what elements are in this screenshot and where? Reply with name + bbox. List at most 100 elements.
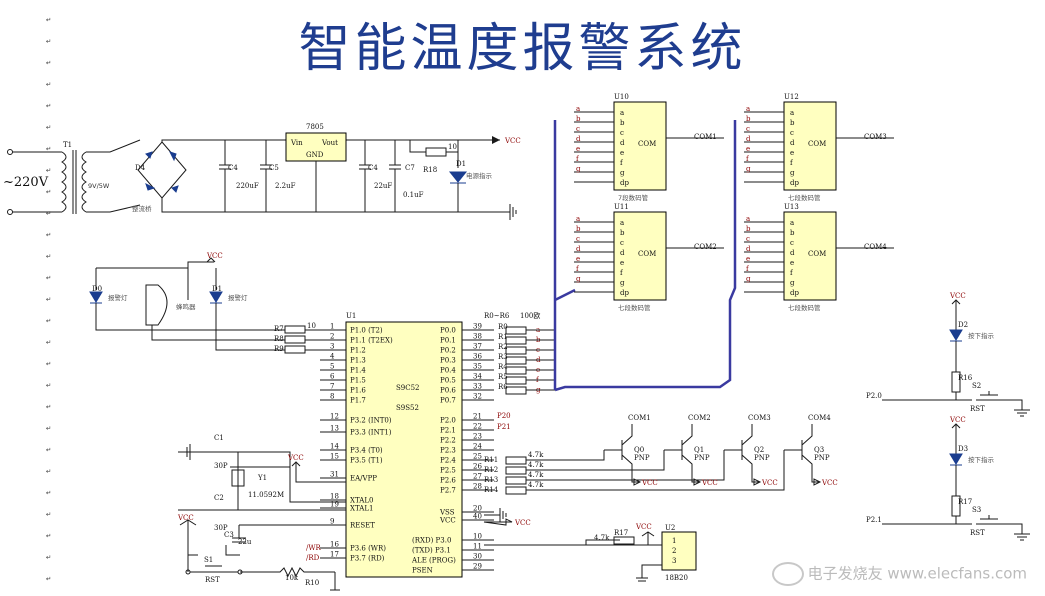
display-ref: U11 bbox=[614, 203, 629, 211]
mcu-pin-number: 32 bbox=[473, 393, 482, 401]
display-pin: a bbox=[620, 219, 624, 227]
base-res-label: R12 bbox=[484, 466, 498, 474]
ac-voltage-label: ~220V bbox=[3, 175, 49, 190]
display-seg-label: b bbox=[576, 225, 581, 233]
key-res-label: R17 bbox=[958, 498, 972, 506]
mcu-pin-name: P0.5 bbox=[440, 377, 456, 385]
mcu-pin-name: P0.6 bbox=[440, 387, 456, 395]
watermark-text: 电子发烧友 www.elecfans.com bbox=[807, 564, 1027, 583]
resistor-r14 bbox=[505, 486, 527, 495]
bus-res-label: R0~R6 bbox=[484, 312, 510, 320]
display-seg-label: f bbox=[746, 155, 750, 163]
mcu-pin-name: EA/VPP bbox=[350, 475, 377, 483]
paragraph-mark: ↵ bbox=[46, 489, 51, 497]
mcu-pin-name: RESET bbox=[350, 522, 375, 530]
paragraph-mark: ↵ bbox=[46, 425, 51, 433]
paragraph-mark: ↵ bbox=[46, 59, 51, 67]
key-note: 按下指示 bbox=[968, 331, 995, 340]
display-pin: e bbox=[790, 259, 794, 267]
r17-sensor-label: R17 bbox=[614, 529, 628, 537]
display-pin: d bbox=[790, 249, 795, 257]
mcu-pin-number: 19 bbox=[330, 501, 339, 509]
sensor-pin3: 3 bbox=[672, 557, 676, 565]
cap-c6-value: 22uF bbox=[374, 182, 392, 190]
r7-label: R7 bbox=[274, 325, 284, 333]
mcu-ground bbox=[484, 508, 507, 522]
c3-value: 22u bbox=[238, 538, 252, 546]
paragraph-mark: ↵ bbox=[46, 403, 51, 411]
display-seg-label: g bbox=[746, 165, 751, 173]
display-seg-label: f bbox=[576, 155, 580, 163]
secondary-label: 9V/5W bbox=[88, 182, 110, 190]
display-pin: f bbox=[620, 269, 624, 277]
display-seg-label: c bbox=[746, 235, 750, 243]
resistor-r3 bbox=[505, 356, 527, 365]
watermark: 电子发烧友 www.elecfans.com bbox=[771, 562, 1027, 586]
mcu-pin-name: P3.4 (T0) bbox=[350, 447, 383, 455]
resistor-r13 bbox=[505, 476, 527, 485]
display-pin: f bbox=[790, 159, 794, 167]
display-pin: c bbox=[620, 129, 624, 137]
display-seg-label: f bbox=[576, 265, 580, 273]
paragraph-mark: ↵ bbox=[46, 446, 51, 454]
display-com-pin: COM bbox=[808, 140, 826, 148]
display-seg-label: e bbox=[746, 255, 750, 263]
mcu-pin-name: P1.3 bbox=[350, 357, 366, 365]
mcu-pin-name: P2.5 bbox=[440, 467, 456, 475]
display-seg-label: d bbox=[576, 245, 581, 253]
mcu-pin-number: 15 bbox=[330, 453, 339, 461]
alarm-section: D0 报警灯 D1 报警灯 蜂鸣器 VCC R7 R8 R9 10 bbox=[89, 252, 345, 354]
mcu-pin-number: 38 bbox=[473, 333, 482, 341]
mcu-pin-number: 11 bbox=[473, 543, 482, 551]
display-pin: f bbox=[620, 159, 624, 167]
display-com-label: COM1 bbox=[694, 133, 717, 141]
mcu-pin-name: P2.2 bbox=[440, 437, 456, 445]
paragraph-mark: ↵ bbox=[46, 81, 51, 89]
resistor-r12 bbox=[505, 466, 527, 475]
mcu-pin-number: 39 bbox=[473, 323, 482, 331]
mcu-pin-number: 23 bbox=[473, 433, 482, 441]
paragraph-mark: ↵ bbox=[46, 554, 51, 562]
key-port: P2.0 bbox=[866, 392, 882, 400]
alarm-led-d1 bbox=[209, 291, 223, 304]
wr-label: /WR bbox=[306, 544, 322, 552]
d1-note: 报警灯 bbox=[228, 293, 248, 302]
mcu-pin-number: 25 bbox=[473, 453, 482, 461]
rd-label: /RD bbox=[306, 554, 320, 562]
schematic-title: 智能温度报警系统 bbox=[298, 19, 747, 79]
power-vcc-label: VCC bbox=[504, 137, 521, 145]
display-seg-label: e bbox=[576, 255, 580, 263]
display-seg-label: a bbox=[576, 105, 580, 113]
crystal-y1 bbox=[231, 469, 245, 487]
mcu-pin-number: 28 bbox=[473, 483, 482, 491]
c1-value: 30P bbox=[214, 462, 228, 470]
display-ref: U12 bbox=[784, 93, 799, 101]
display-pin: e bbox=[620, 259, 624, 267]
display-pin: g bbox=[790, 279, 795, 287]
bus-res-value: 100欧 bbox=[520, 311, 540, 320]
transistor-ref: Q1 bbox=[694, 446, 704, 454]
mcu-pin-number: 17 bbox=[330, 551, 339, 559]
s1-label: S1 bbox=[204, 556, 213, 564]
mcu-pin-name: VCC bbox=[439, 517, 456, 525]
paragraph-mark: ↵ bbox=[46, 16, 51, 24]
mcu-pin-number: 1 bbox=[330, 323, 334, 331]
paragraph-mark: ↵ bbox=[46, 188, 51, 196]
resistor-r17 bbox=[613, 536, 635, 545]
display-seg-label: g bbox=[576, 275, 581, 283]
d0-note: 报警灯 bbox=[108, 293, 128, 302]
paragraph-mark: ↵ bbox=[46, 253, 51, 261]
transistor-type: PNP bbox=[814, 454, 830, 462]
transistor-vcc: VCC bbox=[701, 479, 718, 487]
display-com-label: COM4 bbox=[864, 243, 887, 251]
mcu-pin-name: P3.3 (INT1) bbox=[350, 429, 392, 437]
resistor-r11 bbox=[505, 456, 527, 465]
bridge-label: D4 bbox=[135, 164, 146, 172]
paragraph-mark: ↵ bbox=[46, 231, 51, 239]
transformer-secondary bbox=[81, 151, 87, 213]
